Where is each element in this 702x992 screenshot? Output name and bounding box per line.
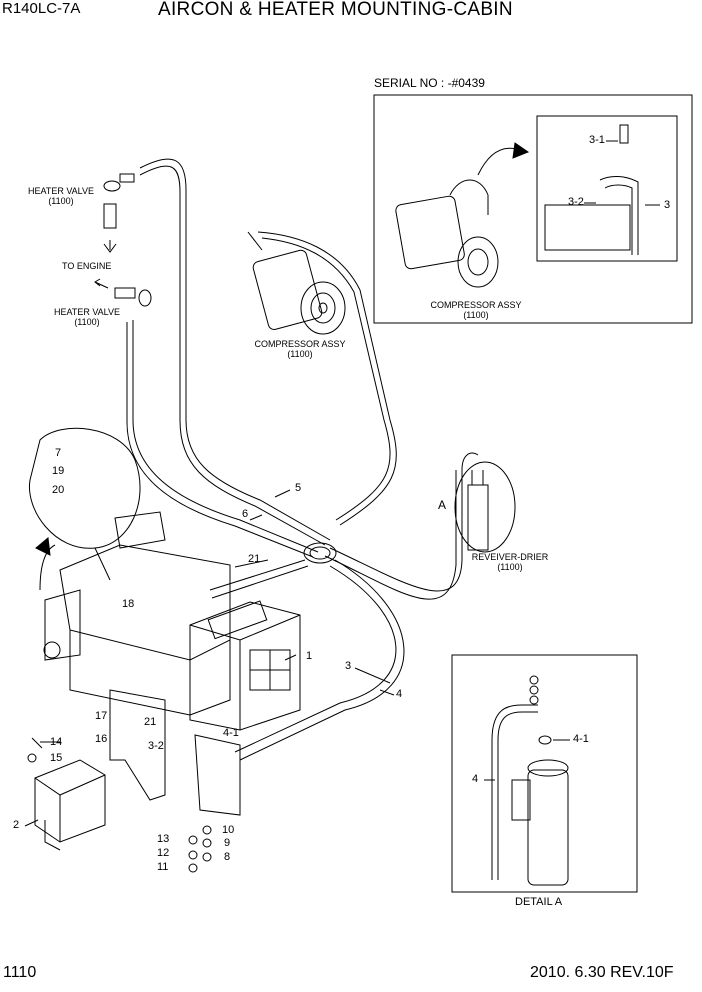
receiver-drier-label: REVEIVER-DRIER (1100) (471, 552, 549, 572)
part-number-6: 6 (242, 508, 249, 520)
part-number-10: 10 (222, 824, 235, 836)
part-number-12: 12 (157, 847, 170, 859)
hardware-stack (188, 825, 212, 873)
heater-unit-top-duct (114, 511, 166, 549)
part-number-9: 9 (224, 837, 231, 849)
rotate-arrow-left (39, 544, 56, 591)
compressor-main-drawing (247, 231, 346, 335)
revision-date: 2010. 6.30 REV.10F (530, 964, 674, 981)
line-4b (234, 565, 397, 753)
page-number: 1110 (3, 964, 37, 981)
to-engine-label: TO ENGINE (62, 261, 112, 271)
part-number-20: 20 (52, 484, 65, 496)
detail-a-caption: DETAIL A (515, 896, 563, 908)
serial-number-label: SERIAL NO : -#0439 (374, 76, 485, 90)
part-number-18: 18 (122, 598, 135, 610)
ac-line-5-outer (257, 231, 397, 526)
line-to-cab-2 (211, 565, 309, 599)
heater-hose-lower-inner (126, 322, 314, 558)
part-number-15: 15 (50, 752, 63, 764)
line-junction-loop-inner (309, 546, 331, 560)
part-number-14: 14 (50, 736, 63, 748)
part-number-19: 19 (52, 465, 65, 477)
evaporator-box (189, 601, 301, 731)
part-number-4-main: 4 (396, 688, 403, 700)
control-panel (34, 759, 106, 843)
bracket-right (194, 734, 241, 816)
part-number-5: 5 (295, 482, 302, 494)
detail-a-drawing (491, 675, 569, 886)
heater-valve-top-label: HEATER VALVE (1100) (27, 186, 95, 206)
receiver-drier-circle (454, 461, 516, 553)
heater-hose-outer (139, 158, 331, 541)
heater-unit-body (59, 544, 231, 661)
detail-bubble (28, 427, 141, 549)
heater-hose-lower-outer (132, 320, 319, 553)
part-number-1: 1 (306, 650, 313, 662)
heater-valve-top-drawing (103, 173, 135, 253)
part-number-13: 13 (157, 833, 170, 845)
part-number-3-inset: 3 (664, 199, 671, 211)
compressor-main-label: COMPRESSOR ASSY (1100) (254, 339, 346, 359)
part-number-21-bottom: 21 (144, 716, 157, 728)
part-number-3-2-inset: 3-2 (568, 196, 584, 208)
ac-line-5-inner (261, 237, 391, 521)
page-title: AIRCON & HEATER MOUNTING-CABIN (158, 0, 513, 20)
part-number-8: 8 (224, 851, 231, 863)
serial-inset-frame (373, 94, 693, 324)
line-3b (324, 470, 457, 600)
serial-inset-subframe (536, 115, 678, 262)
compressor-inset-label: COMPRESSOR ASSY (1100) (430, 300, 522, 320)
detail-a-marker: A (438, 498, 447, 512)
heater-unit-duct (44, 589, 81, 661)
part-number-7: 7 (55, 447, 62, 459)
model-code: R140LC-7A (2, 0, 81, 17)
part-number-3-1: 3-1 (589, 134, 605, 146)
line-3 (329, 452, 479, 592)
compressor-inset-drawing (395, 124, 639, 288)
detail-a-frame (451, 654, 638, 893)
part-number-21-top: 21 (248, 553, 261, 565)
heater-valve-bottom-label: HEATER VALVE (1100) (53, 307, 121, 327)
mounting-bracket (109, 689, 166, 801)
line-junction-loop (303, 542, 337, 564)
part-number-3-main: 3 (345, 660, 352, 672)
part-number-4-1-main: 4-1 (223, 727, 239, 739)
receiver-drier-body (467, 484, 489, 551)
heater-valve-bottom-drawing (94, 278, 152, 307)
part-number-4-1-detail: 4-1 (573, 733, 589, 745)
line-to-cab-1 (209, 559, 306, 591)
part-number-11: 11 (157, 861, 169, 873)
part-number-17: 17 (95, 710, 108, 722)
heater-hose-inner (139, 165, 326, 546)
line-4 (239, 559, 405, 761)
part-number-2: 2 (13, 819, 20, 831)
part-number-16: 16 (95, 733, 108, 745)
part-number-4-detail: 4 (472, 773, 479, 785)
part-number-3-2-main: 3-2 (148, 740, 164, 752)
